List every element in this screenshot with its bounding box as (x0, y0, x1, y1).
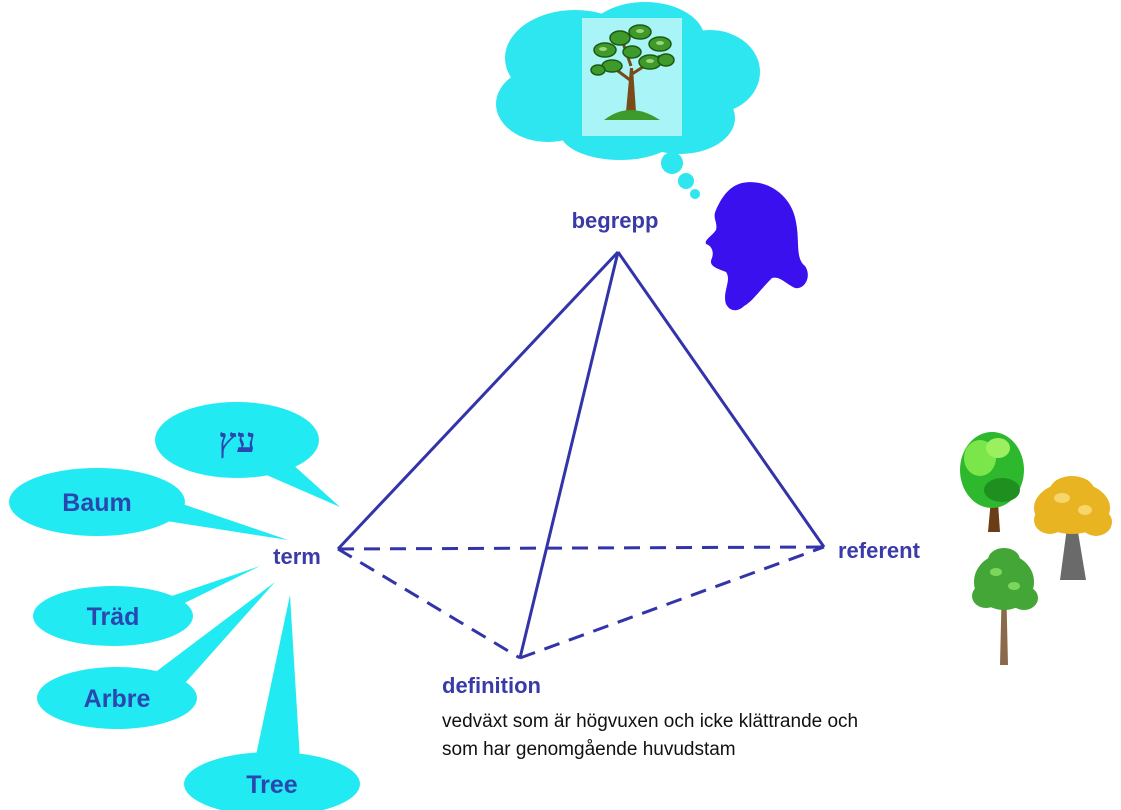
label-term: term (273, 544, 321, 569)
label-begrepp: begrepp (572, 208, 659, 233)
bubble-hebrew: עץ (219, 421, 256, 461)
referent-autumn-tree-icon (1034, 476, 1112, 580)
tetrahedron-edges (336, 250, 826, 660)
edge-concept-definition (518, 251, 620, 659)
referent-birch-tree-icon (972, 548, 1038, 665)
speech-bubbles (9, 402, 360, 810)
referent-green-tree-icon (960, 432, 1024, 532)
edge-term-definition (337, 547, 521, 660)
label-referent: referent (838, 538, 921, 563)
bubble-trad: Träd (87, 603, 140, 631)
person-silhouette-icon (705, 182, 808, 311)
bubble-arbre: Arbre (84, 685, 151, 713)
edge-concept-referent (616, 251, 826, 548)
edge-concept-term (336, 250, 620, 551)
definition-line-1: vedväxt som är högvuxen och icke klättra… (442, 711, 859, 732)
bubble-baum: Baum (62, 489, 131, 517)
concept-tree-picture (582, 18, 682, 136)
bubble-tree: Tree (246, 771, 298, 799)
label-definition: definition (442, 673, 541, 698)
edge-term-referent (337, 545, 825, 551)
definition-text: vedväxt som är högvuxen och icke klättra… (442, 708, 1002, 764)
edge-definition-referent (519, 545, 825, 660)
definition-line-2: som har genomgående huvudstam (442, 739, 736, 760)
